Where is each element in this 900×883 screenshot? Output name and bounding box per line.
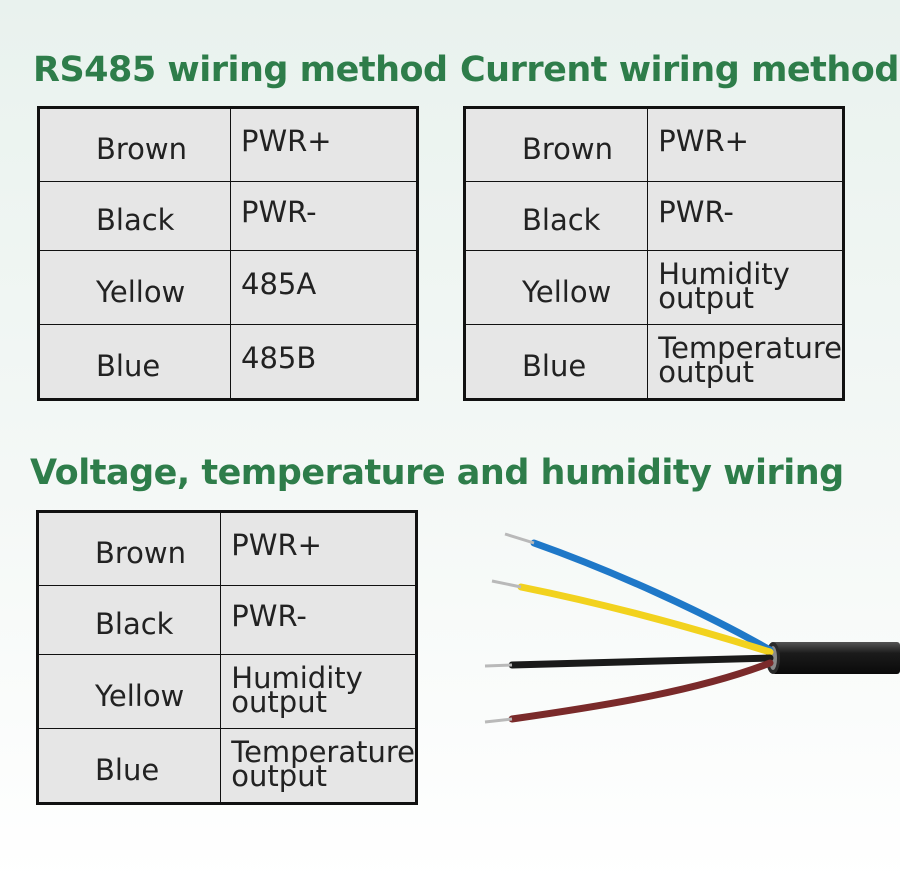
wire-brown: [484, 659, 774, 724]
wire-function-cell: PWR-: [647, 181, 844, 251]
wire-function-cell: Humidity output: [647, 250, 844, 325]
wire-function-cell: 485A: [230, 250, 418, 325]
wire-color-cell: Blue: [36, 728, 222, 804]
rs485-title: RS485 wiring method: [33, 50, 448, 90]
wire-color-cell: Black: [463, 181, 649, 251]
wire-function-cell: Temperature output: [220, 728, 417, 804]
wire-color-cell: Brown: [38, 107, 231, 182]
wire-color-cell: Yellow: [38, 250, 231, 325]
table-row: Yellow 485A: [38, 250, 418, 325]
cable-sheath: [766, 642, 900, 674]
wire-function-cell: PWR-: [220, 585, 417, 655]
wire-black: [484, 654, 774, 669]
table-row: Blue Temperature output: [36, 728, 417, 804]
table-row: Brown PWR+: [36, 511, 417, 586]
table-row: Yellow Humidity output: [36, 654, 417, 729]
table-row: Black PWR-: [463, 181, 844, 251]
wire-color-cell: Black: [36, 585, 222, 655]
wire-color-cell: Yellow: [36, 654, 222, 729]
wire-function-cell: 485B: [230, 324, 418, 400]
wire-color-cell: Black: [38, 181, 231, 251]
table-row: Black PWR-: [36, 585, 417, 655]
voltage-title: Voltage, temperature and humidity wiring: [30, 453, 844, 493]
wire-color-cell: Yellow: [463, 250, 649, 325]
wire-function-cell: Humidity output: [220, 654, 417, 729]
wire-color-cell: Blue: [38, 324, 231, 400]
table-row: Yellow Humidity output: [463, 250, 844, 325]
table-row: Brown PWR+: [463, 107, 844, 182]
current-title: Current wiring method: [460, 50, 899, 90]
table-row: Black PWR-: [38, 181, 418, 251]
wire-color-cell: Brown: [463, 107, 649, 182]
wire-function-cell: PWR+: [220, 511, 417, 586]
wire-color-cell: Brown: [36, 511, 222, 586]
wire-color-cell: Blue: [463, 324, 649, 400]
table-row: Blue Temperature output: [463, 324, 844, 400]
current-wiring-table: Brown PWR+ Black PWR- Yellow Humidity ou…: [463, 106, 845, 401]
voltage-wiring-table: Brown PWR+ Black PWR- Yellow Humidity ou…: [36, 510, 418, 805]
rs485-wiring-table: Brown PWR+ Black PWR- Yellow 485A Blue 4…: [37, 106, 419, 401]
cable-illustration: [484, 532, 900, 724]
wire-yellow: [491, 579, 774, 656]
wire-function-cell: PWR+: [647, 107, 844, 182]
wire-blue: [504, 532, 774, 654]
wire-function-cell: PWR-: [230, 181, 418, 251]
table-row: Blue 485B: [38, 324, 418, 400]
table-row: Brown PWR+: [38, 107, 418, 182]
wire-function-cell: PWR+: [230, 107, 418, 182]
wire-function-cell: Temperature output: [647, 324, 844, 400]
